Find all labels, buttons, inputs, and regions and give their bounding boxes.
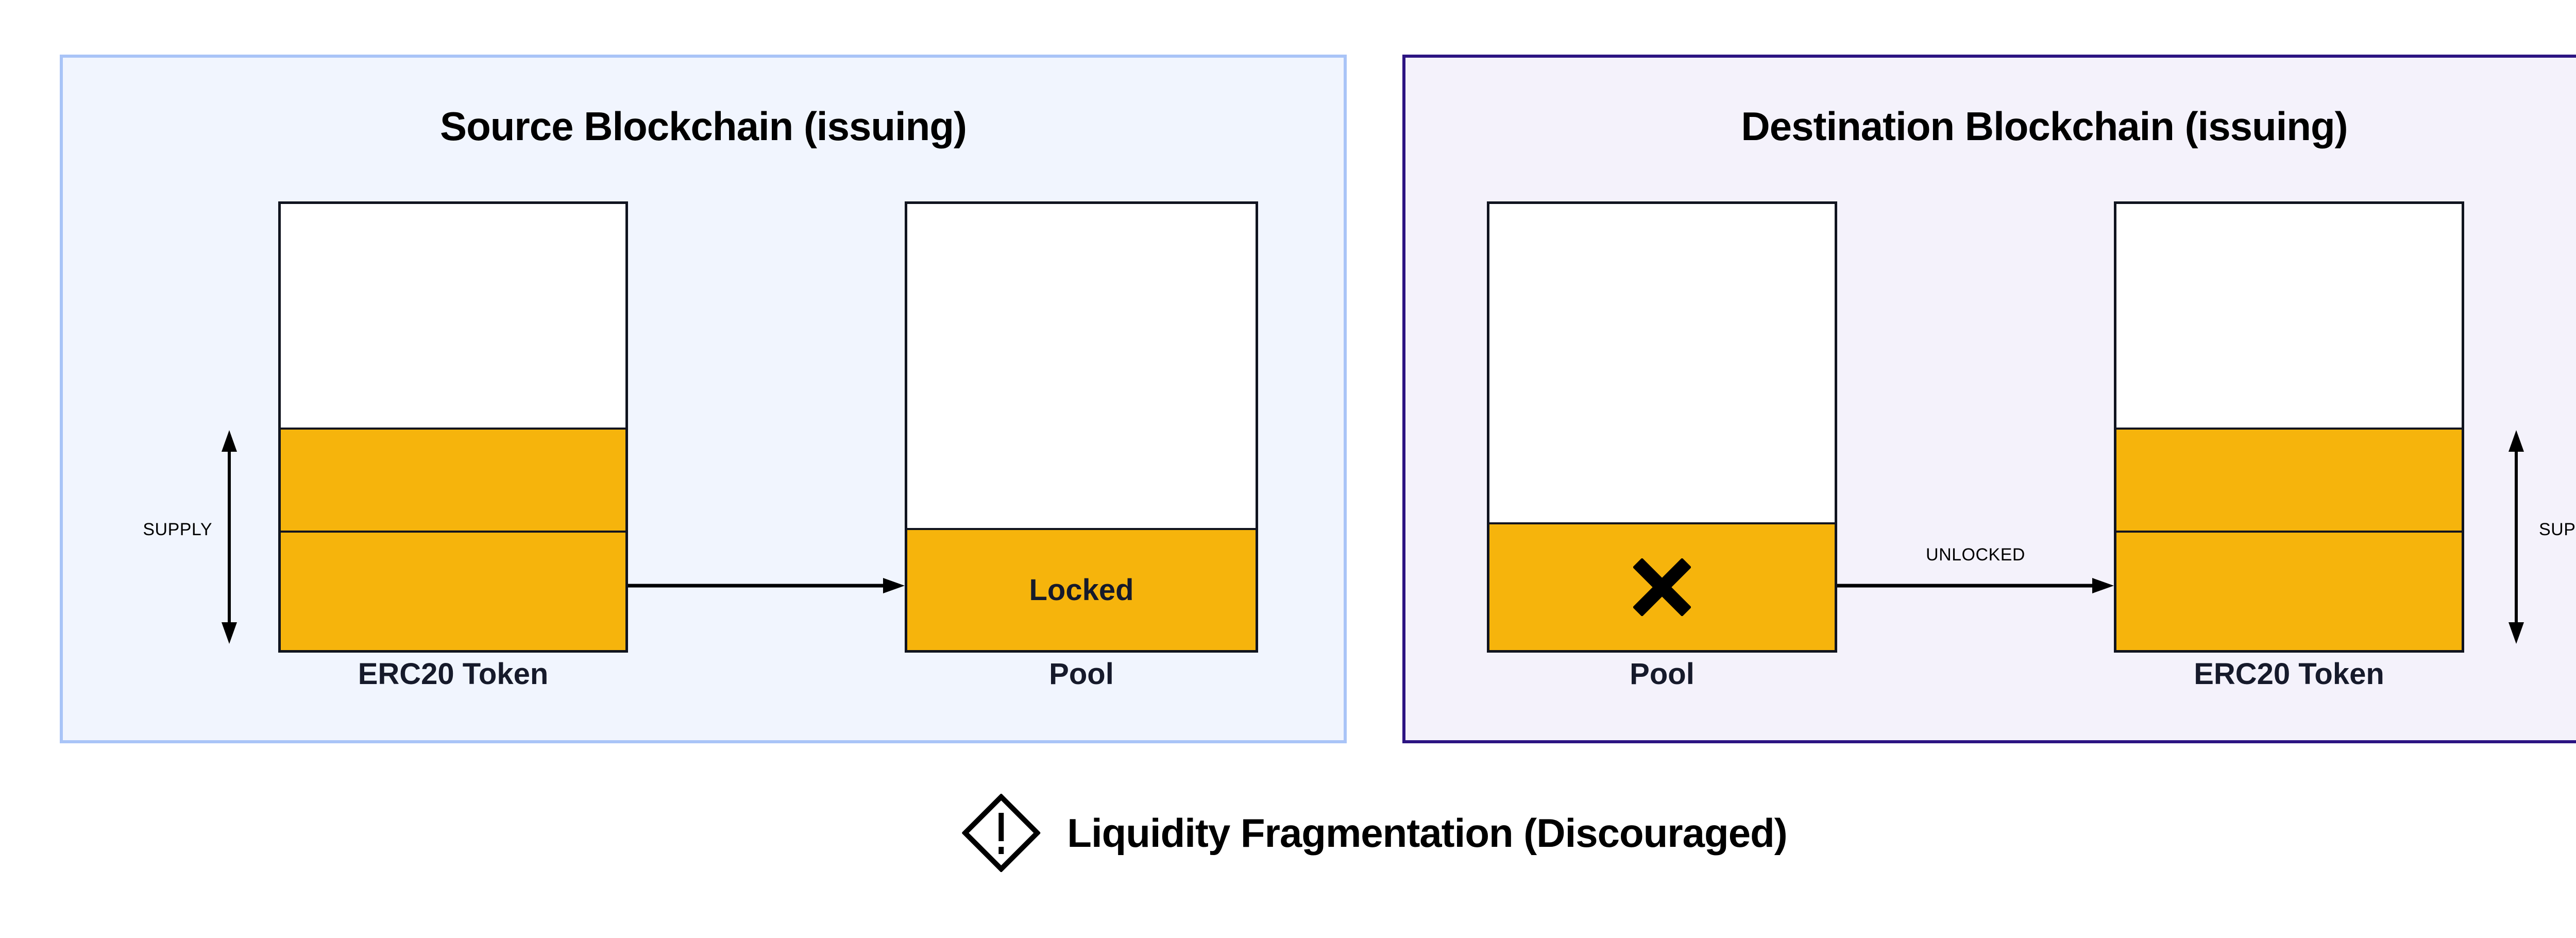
erc20-supply-upper-segment [281,428,625,531]
pool-label: Pool [1630,657,1694,691]
caption-text: Liquidity Fragmentation (Discouraged) [1067,810,1787,856]
unlock-transfer-arrow [1837,578,2114,593]
unlocked-label: UNLOCKED [1926,545,2025,565]
erc20-token-label: ERC20 Token [358,657,549,691]
destination-panel-title: Destination Blockchain (issuing) [1741,104,2348,149]
supply-label: SUPPLY [143,520,212,539]
lock-transfer-arrow [628,578,905,593]
pool-empty-segment [1489,204,1835,522]
warning-diamond-icon [962,794,1041,872]
pool-empty-segment [907,204,1256,528]
destination-blockchain-panel: Destination Blockchain (issuing) Pool UN… [1402,55,2576,743]
erc20-supply-lower-segment [2116,531,2462,650]
erc20-token-label: ERC20 Token [2194,657,2384,691]
caption: Liquidity Fragmentation (Discouraged) [962,792,1788,874]
supply-range-arrow [2509,430,2524,644]
erc20-token-bar [2114,201,2464,653]
locked-label: Locked [1029,573,1134,607]
pool-crossed-segment [1489,522,1835,650]
erc20-supply-upper-segment [2116,428,2462,531]
pool-label: Pool [1049,657,1114,691]
erc20-unissued-segment [2116,204,2462,428]
cross-out-icon [1633,558,1691,616]
source-panel-title: Source Blockchain (issuing) [440,104,967,149]
pool-locked-segment: Locked [907,528,1256,650]
erc20-supply-lower-segment [281,531,625,650]
supply-label: SUPPLY [2539,520,2576,539]
erc20-token-bar [278,201,628,653]
supply-range-arrow [222,430,237,644]
source-blockchain-panel: Source Blockchain (issuing) SUPPLY ERC20… [60,55,1347,743]
pool-bar: Locked [905,201,1258,653]
erc20-unissued-segment [281,204,625,428]
pool-bar [1487,201,1837,653]
